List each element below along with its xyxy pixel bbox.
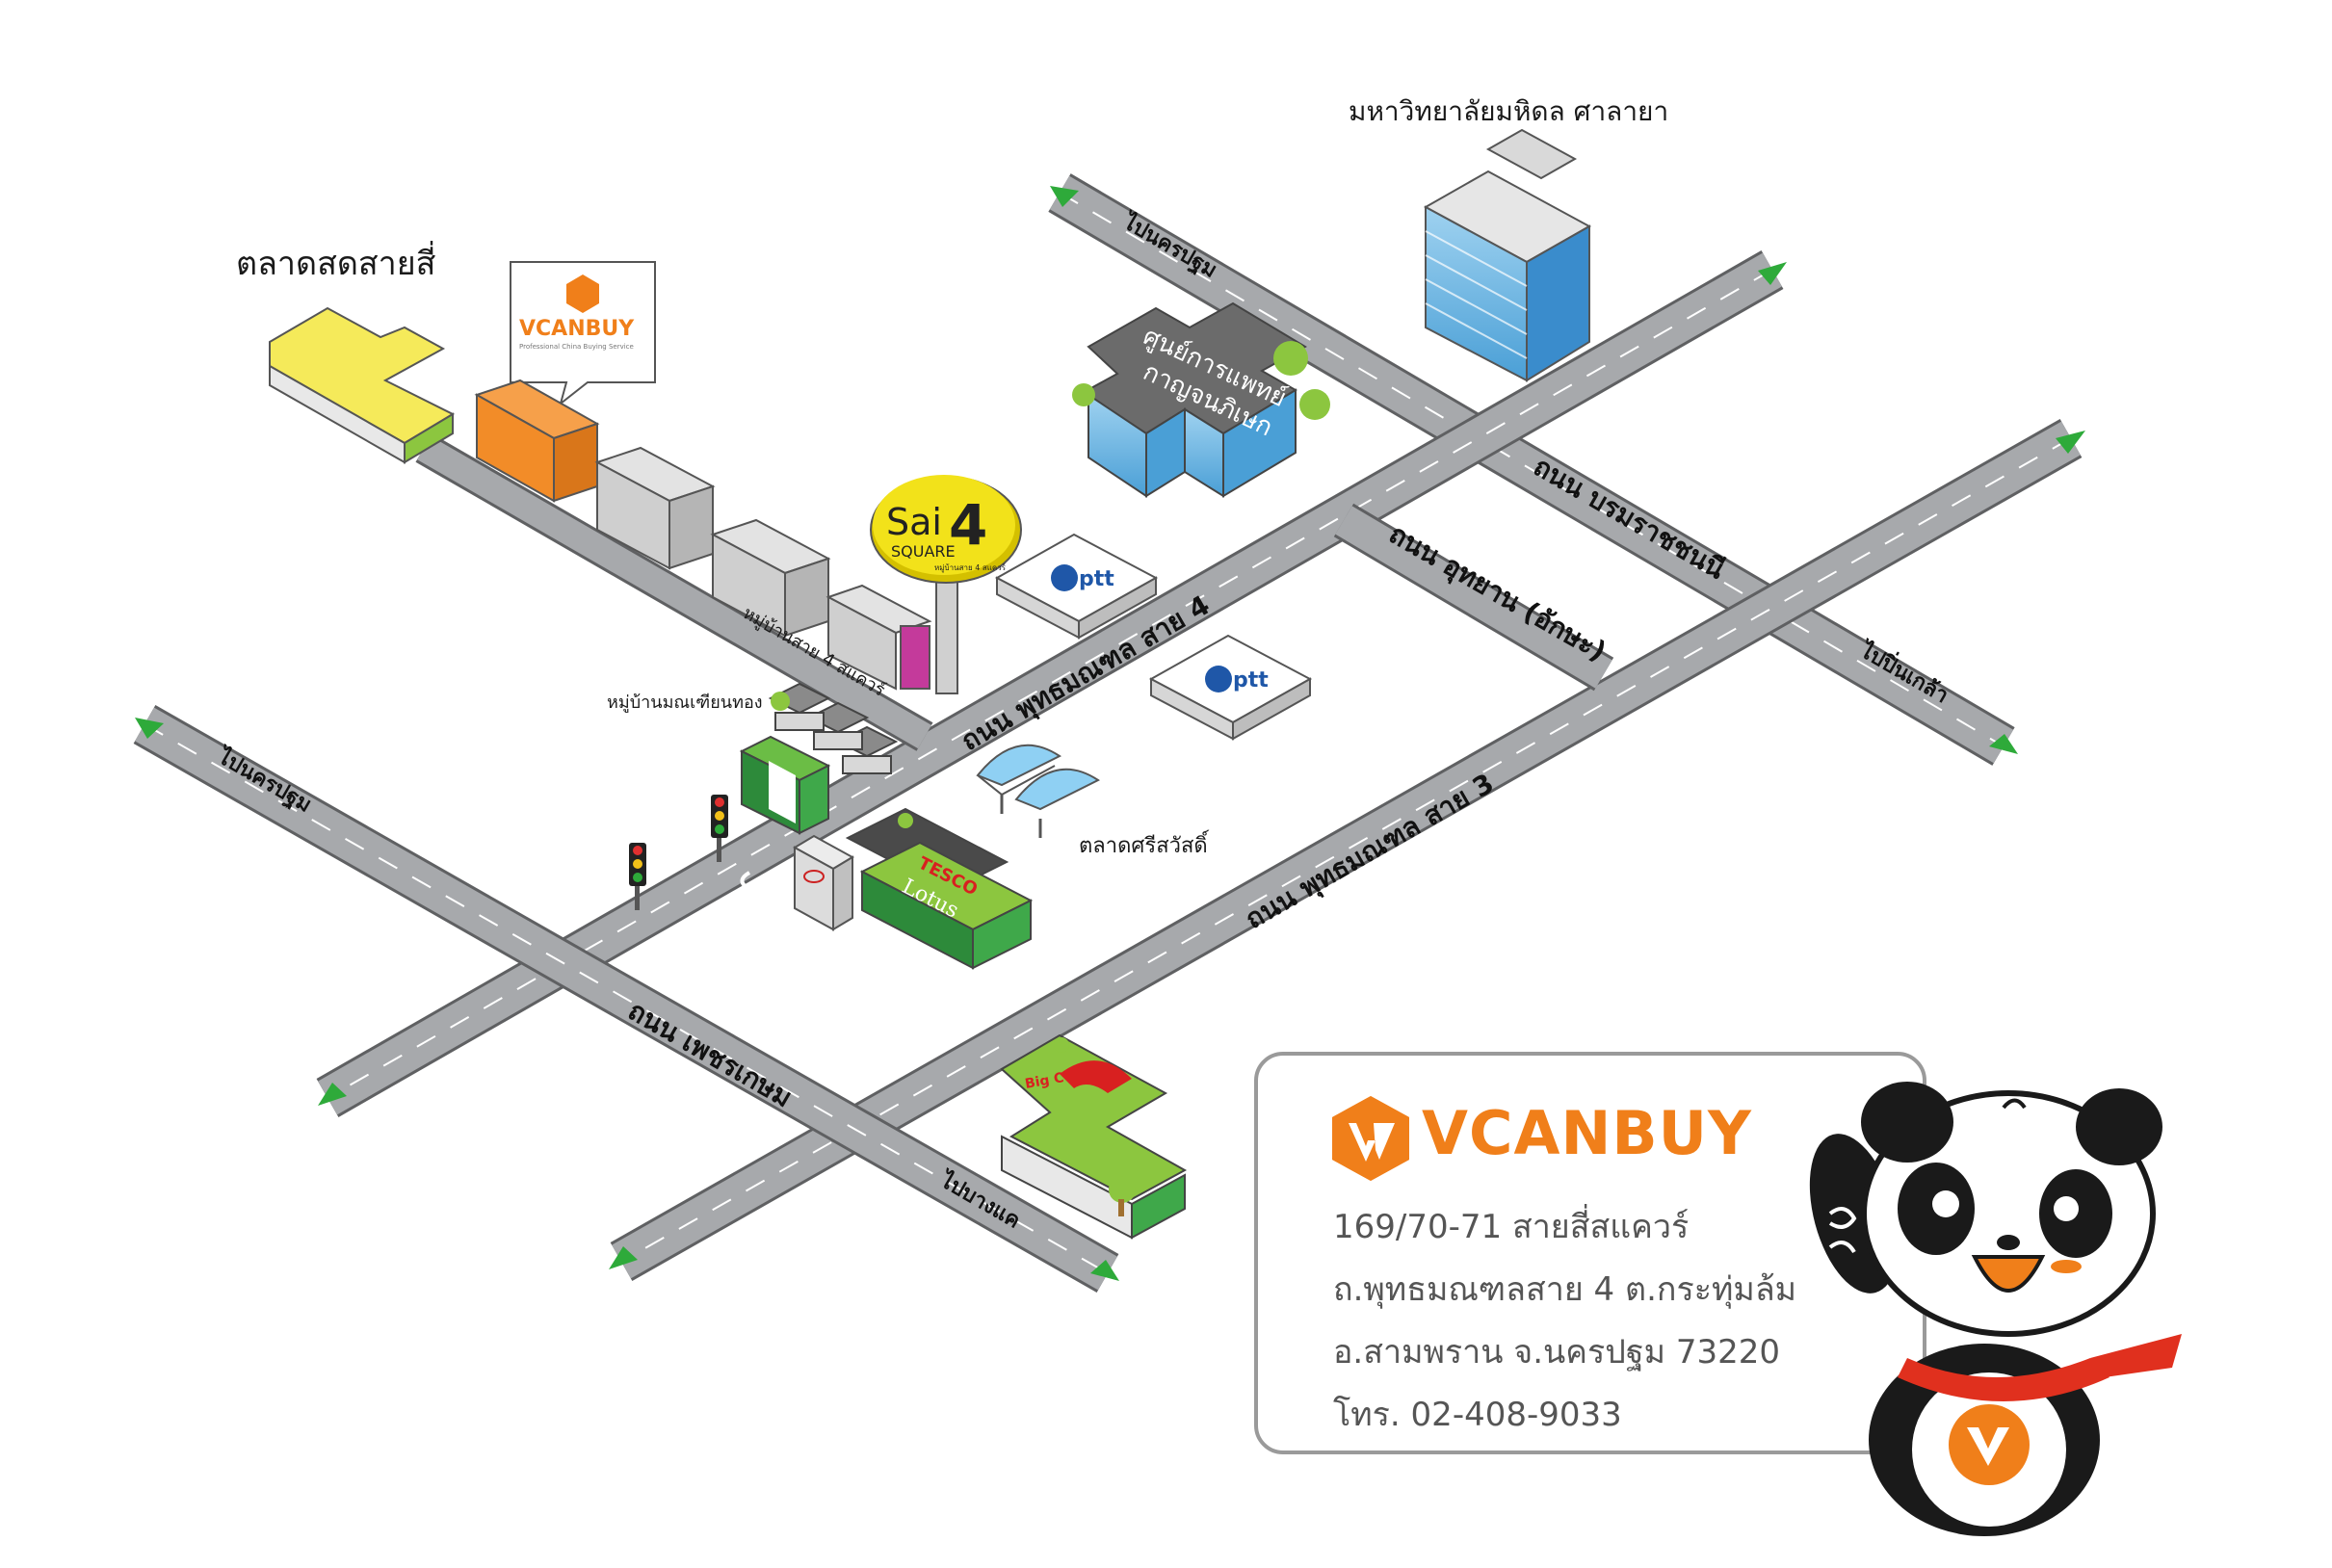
road-phetkasem xyxy=(133,705,1119,1293)
medical-center-building: ศูนย์การแพทย์ กาญจนภิเษก xyxy=(1072,301,1330,498)
vcanbuy-bubble-brand: VCANBUY xyxy=(519,317,635,341)
vcanbuy-bubble: VCANBUY Professional China Buying Servic… xyxy=(510,261,656,406)
arrow-icon xyxy=(1758,262,1787,285)
label-phutthamonthon-3: ถนน พุทธมณฑล สาย 3 xyxy=(1240,767,1500,935)
roads xyxy=(133,173,2085,1293)
contact-brand: VCANBUY xyxy=(1422,1098,1752,1168)
contact-address-3: อ.สามพราน จ.นครปฐม 73220 xyxy=(1333,1333,1780,1372)
direction-arrows xyxy=(135,186,2085,1281)
vcanbuy-shophouses xyxy=(474,379,600,503)
road-to-nakhon-pathom-top xyxy=(1048,173,2015,766)
arrow-icon xyxy=(609,1246,638,1269)
label-sri-sawat-market: ตลาดศรีสวัสดิ์ xyxy=(1079,830,1210,858)
fresh-market-building xyxy=(269,306,456,464)
vcanbuy-logo-icon xyxy=(566,274,599,313)
traffic-light-icon xyxy=(711,795,728,862)
shophouses-row xyxy=(594,446,932,691)
arrow-icon xyxy=(1090,1260,1119,1281)
big-c-building: Big C xyxy=(1000,1033,1188,1240)
contact-card: VCANBUY 169/70-71 สายสี่สแควร์ ถ.พุทธมณฑ… xyxy=(1254,1052,1926,1454)
tesco-lotus-building: TESCO Lotus xyxy=(845,807,1034,970)
sri-sawat-market xyxy=(976,744,1100,838)
sai4-sign-number: 4 xyxy=(949,492,987,558)
road-utthayan xyxy=(1333,503,1614,692)
toyota-building xyxy=(792,834,855,931)
arrow-icon xyxy=(2056,431,2085,454)
sai4-square-sign: Sai 4 SQUARE หมู่บ้านสาย 4 สแควร์ xyxy=(870,475,1022,694)
arrow-icon xyxy=(1989,734,2018,754)
toyota-logo-icon xyxy=(803,870,825,883)
big-c-label: Big C xyxy=(1024,1070,1065,1092)
vcanbuy-bubble-sub: Professional China Buying Service xyxy=(519,343,634,351)
arrow-icon xyxy=(1050,186,1079,207)
sai4-sign-square: SQUARE xyxy=(891,542,956,561)
ptt-label: ptt xyxy=(1079,567,1114,591)
ptt-label: ptt xyxy=(1233,668,1269,693)
sai4-sign-sub: หมู่บ้านสาย 4 สแควร์ xyxy=(934,562,1007,573)
label-fresh-market: ตลาดสดสายสี่ xyxy=(236,241,436,283)
ptt-station-north: ptt xyxy=(994,533,1159,640)
label-village-manee: หมู่บ้านมณเฑียนทอง xyxy=(607,693,763,713)
label-phetkasem: ถนน เพชรเกษม xyxy=(623,994,798,1113)
label-mahidol: มหาวิทยาลัยมหิดล ศาลายา xyxy=(1349,95,1668,127)
arrow-icon xyxy=(318,1083,347,1106)
mahidol-university-building xyxy=(1423,128,1592,382)
panda-mascot-icon xyxy=(1809,1082,2182,1536)
ptt-station-south: ptt xyxy=(1148,634,1313,741)
ptt-logo-icon xyxy=(1205,666,1232,693)
sai4-sign-text: Sai xyxy=(886,501,942,543)
bank-building xyxy=(739,735,831,835)
village-manee-houses xyxy=(768,682,899,774)
contact-phone: โทร. 02-408-9033 xyxy=(1333,1396,1622,1434)
arrow-icon xyxy=(135,718,164,739)
contact-address-2: ถ.พุทธมณฑลสาย 4 ต.กระทุ่มล้ม xyxy=(1333,1270,1797,1309)
vcanbuy-logo-icon xyxy=(1332,1096,1409,1181)
ptt-logo-icon xyxy=(1051,564,1078,591)
label-borommaratchachonnani: ถนน บรมราชชนนี xyxy=(1529,450,1731,585)
road-sai4-village xyxy=(415,433,933,751)
label-utthayan: ถนน อุทยาน (อักษะ) xyxy=(1383,517,1611,668)
u-turn-icon xyxy=(740,871,758,891)
traffic-light-icon xyxy=(629,843,646,910)
contact-address-1: 169/70-71 สายสี่สแควร์ xyxy=(1333,1208,1690,1246)
